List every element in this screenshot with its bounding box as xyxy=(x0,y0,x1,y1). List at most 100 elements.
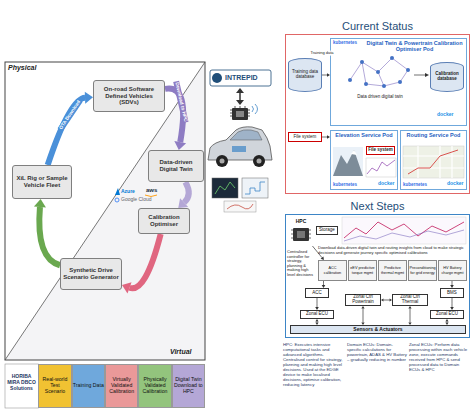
legend-swatch: Physically Validated Calibration xyxy=(138,364,171,408)
group-title: Next Steps xyxy=(286,200,469,212)
node-text: Data-driven Digital Twin xyxy=(151,159,201,173)
digital-twin-graph xyxy=(348,56,410,88)
ecu-box: Zonal Ctrl Powertrain xyxy=(345,294,381,306)
node-text: Calibration Optimiser xyxy=(141,214,187,228)
file-system-box: File system xyxy=(288,132,322,142)
node-text: Training data database xyxy=(291,70,319,80)
node-text: Elevation Service Pod xyxy=(333,132,395,138)
file-system-box: File system xyxy=(366,146,395,155)
logo-text: INTREPID xyxy=(225,74,258,82)
legend-header: HORIBA MIRA DBCO Solutions xyxy=(6,374,37,391)
node-text: HPC xyxy=(289,218,313,224)
elevation-picture xyxy=(333,147,396,177)
region-label: Virtual xyxy=(170,348,192,356)
group-title: Current Status xyxy=(286,20,469,32)
node-text: Synthetic Drive Scenario Generator xyxy=(63,267,119,281)
process-box: XiL Rig or Sample Vehicle Fleet xyxy=(12,165,72,199)
node-text: File system xyxy=(290,135,320,140)
node-text: Predictive thermal mgmt xyxy=(380,266,406,274)
node-text: Sensors & Actuators xyxy=(293,327,463,332)
function-box: eEV predictive torque mgmt xyxy=(348,260,377,281)
legend-swatch: Digital Twin Download to HPC xyxy=(172,364,205,408)
platform-label: docker xyxy=(447,181,463,187)
edge-label: Training data xyxy=(309,51,334,56)
node-text: HV Battery charge mgmt xyxy=(440,266,466,274)
cycle-arrow xyxy=(178,182,189,208)
legend-swatch: Real-world Test Scenario xyxy=(38,364,71,408)
insight-chart xyxy=(342,217,466,244)
platform-label: kubernetes xyxy=(333,182,357,187)
storage-box: Storage xyxy=(316,226,338,235)
divider-line xyxy=(5,62,205,360)
legend-text: Training Data xyxy=(73,383,104,389)
node-text: XiL Rig or Sample Vehicle Fleet xyxy=(15,175,69,189)
note-text: Download data-driven digital twin and ro… xyxy=(318,246,466,255)
database: Training data database xyxy=(288,58,322,92)
connector xyxy=(381,298,392,301)
connector xyxy=(315,298,319,310)
logo-text: Azure xyxy=(121,189,135,195)
process-box: Synthetic Drive Scenario Generator xyxy=(60,258,122,290)
footnote: Domain ECUs: Domain-specific calculation… xyxy=(347,343,407,363)
frame xyxy=(5,62,205,360)
function-box: Preconditioning for grid energy xyxy=(408,260,437,281)
connector xyxy=(322,135,330,139)
function-box: HV Battery charge mgmt xyxy=(438,260,467,281)
hpc-chip-box: HPC xyxy=(289,218,313,246)
platform-label: kubernetes xyxy=(403,182,427,187)
car-illustration xyxy=(208,127,272,167)
routing-map xyxy=(403,146,464,178)
database: Calibration database xyxy=(430,62,464,92)
logo-text: aws xyxy=(146,187,157,194)
connector xyxy=(322,73,330,77)
azure-icon xyxy=(115,188,120,195)
screen-thumbnails xyxy=(212,178,268,212)
platform-label: docker xyxy=(437,112,453,118)
node-text: Storage xyxy=(318,228,336,233)
node-text: Routing Service Pod xyxy=(403,132,464,138)
legend-text: Digital Twin Download to HPC xyxy=(173,377,204,395)
note-text: Centralised controller for strategy, pla… xyxy=(287,250,314,278)
cycle-arrow xyxy=(34,199,60,265)
connector xyxy=(408,306,411,325)
process-box: On-road Software Defined Vehicles (SDVs) xyxy=(93,80,165,112)
legend-swatch: Training Data xyxy=(72,364,105,408)
sensor-bar: Sensors & Actuators xyxy=(290,325,466,334)
platform-label: kubernetes xyxy=(333,40,357,45)
connector xyxy=(322,281,326,288)
node-text: Digital Twin & Powertrain Calibration Op… xyxy=(365,40,464,52)
node-text: ACC calibration xyxy=(320,266,346,274)
node-text: Zonal Ctrl Powertrain xyxy=(347,295,379,304)
function-box: ACC calibration xyxy=(318,260,347,281)
region-label: Physical xyxy=(8,64,36,72)
virtual-region xyxy=(5,62,205,360)
footnote: HPC: Executes intensive computational ta… xyxy=(283,343,345,387)
connector xyxy=(450,281,454,288)
cycle-arrow xyxy=(122,234,161,293)
platform-label: docker xyxy=(378,181,394,187)
process-box: Data-driven Digital Twin xyxy=(148,150,204,182)
legend-header-cell xyxy=(5,364,38,408)
node-text: On-road Software Defined Vehicles (SDVs) xyxy=(96,86,162,107)
ecu-box: ACC xyxy=(305,288,329,298)
node-text: Calibration database xyxy=(433,72,461,82)
ecu-box: Zonal ECU xyxy=(300,310,334,319)
connector xyxy=(450,298,454,310)
legend-text: Physically Validated Calibration xyxy=(139,377,170,395)
node-text: BMS xyxy=(442,291,462,296)
connector xyxy=(361,306,364,325)
logo-text: Google Cloud xyxy=(121,197,152,203)
node-text: Zonal Ctrl Thermal xyxy=(394,295,426,304)
legend-text: Real-world Test Scenario xyxy=(39,377,70,395)
edge-label: Download to HPC xyxy=(174,80,189,122)
node-text: ACC xyxy=(307,291,327,296)
function-box: Predictive thermal mgmt xyxy=(378,260,407,281)
ecu-box: BMS xyxy=(440,288,464,298)
logo-frame xyxy=(210,70,271,86)
node-text: Zonal ECU xyxy=(302,312,332,317)
chip-icon xyxy=(230,104,258,120)
legend-text: Virtually Validated Calibration xyxy=(106,377,137,395)
double-arrow xyxy=(236,88,244,105)
node-text: Zonal ECU xyxy=(432,312,462,317)
